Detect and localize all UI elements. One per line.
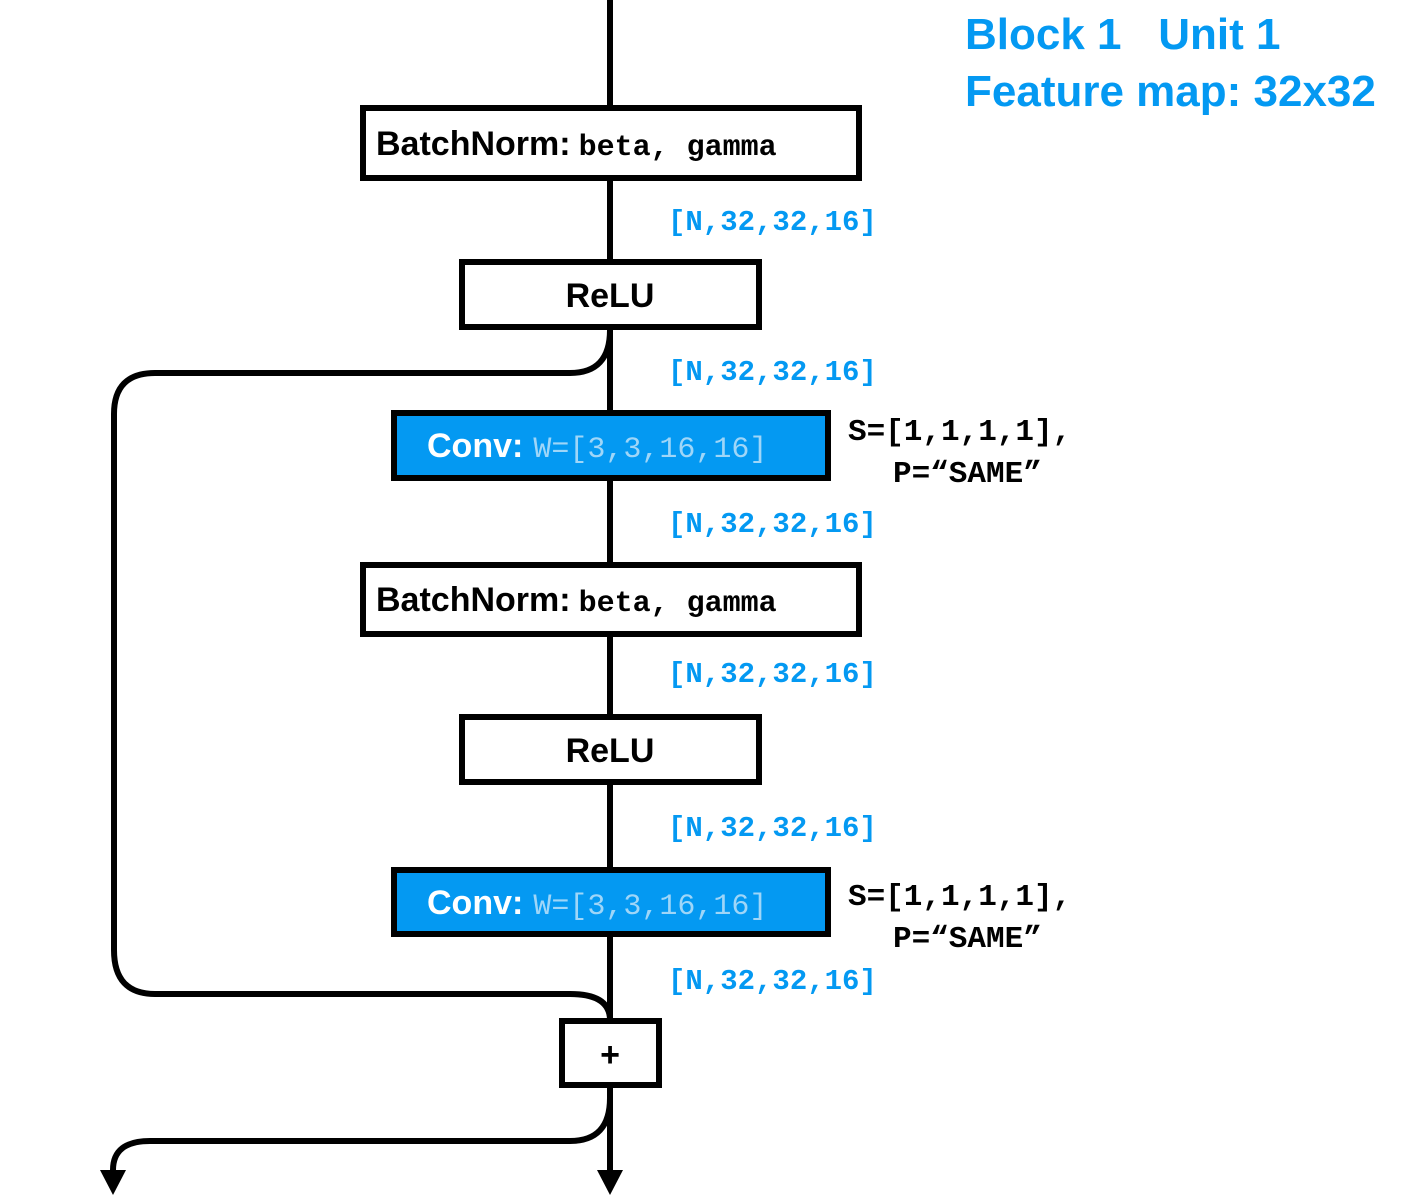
tensor-shape-label: [N,32,32,16]	[668, 965, 877, 998]
arrow-down-icon	[597, 1170, 623, 1195]
conv-stride-label: S=[1,1,1,1],	[848, 415, 1071, 450]
tensor-shape-label: [N,32,32,16]	[668, 658, 877, 691]
relu-label: ReLU	[566, 732, 655, 770]
conv-stride-label: S=[1,1,1,1],	[848, 880, 1071, 915]
relu-node-2: ReLU	[459, 714, 762, 785]
block-unit-title: Block 1 Unit 1	[965, 10, 1280, 59]
arrow-down-left-icon	[100, 1170, 126, 1195]
batchnorm-title: BatchNorm:	[376, 581, 571, 619]
conv-node-1: Conv: W=[3,3,16,16]	[391, 410, 831, 481]
conv-weights: W=[3,3,16,16]	[533, 890, 767, 924]
batchnorm-node-2: BatchNorm:beta, gamma	[360, 562, 862, 637]
relu-label: ReLU	[566, 277, 655, 315]
conv-weights: W=[3,3,16,16]	[533, 433, 767, 467]
batchnorm-node-1: BatchNorm:beta, gamma	[360, 105, 862, 181]
tensor-shape-label: [N,32,32,16]	[668, 206, 877, 239]
feature-map-title: Feature map: 32x32	[965, 67, 1376, 116]
add-icon: +	[600, 1036, 620, 1074]
output-branch-line	[110, 1097, 613, 1171]
conv-label: Conv: W=[3,3,16,16]	[427, 427, 767, 467]
batchnorm-label: BatchNorm:beta, gamma	[376, 125, 777, 165]
conv-label: Conv: W=[3,3,16,16]	[427, 884, 767, 924]
batchnorm-label: BatchNorm:beta, gamma	[376, 581, 777, 621]
relu-node-1: ReLU	[459, 259, 762, 330]
skip-connection-line	[111, 329, 613, 1021]
batchnorm-params: beta, gamma	[579, 131, 777, 165]
conv-title: Conv:	[427, 884, 523, 922]
tensor-shape-label: [N,32,32,16]	[668, 812, 877, 845]
conv-padding-label: P=“SAME”	[893, 457, 1042, 492]
add-node: +	[559, 1018, 662, 1088]
tensor-shape-label: [N,32,32,16]	[668, 356, 877, 389]
batchnorm-title: BatchNorm:	[376, 125, 571, 163]
tensor-shape-label: [N,32,32,16]	[668, 508, 877, 541]
batchnorm-params: beta, gamma	[579, 587, 777, 621]
conv-title: Conv:	[427, 427, 523, 465]
conv-padding-label: P=“SAME”	[893, 922, 1042, 957]
conv-node-2: Conv: W=[3,3,16,16]	[391, 867, 831, 937]
